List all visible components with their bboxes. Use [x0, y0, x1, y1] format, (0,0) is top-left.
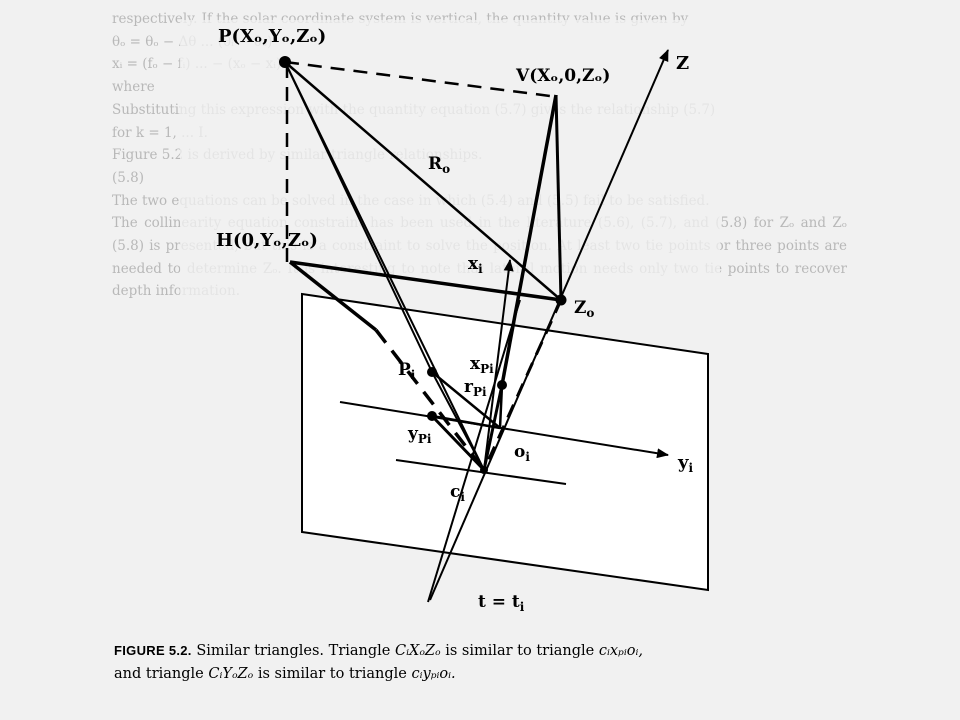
caption-triangle-3: CᵢYₒZₒ	[208, 666, 254, 682]
label-z-o-main: Z	[574, 298, 587, 318]
line-ypi-oi	[431, 414, 501, 430]
line-ypi-ci	[430, 414, 486, 472]
label-z-o-sub: o	[586, 306, 595, 320]
point-ci	[480, 466, 488, 474]
label-t-ti-sub: i	[519, 600, 525, 614]
label-o-i-main: o	[514, 442, 526, 462]
line-zo-ci-dashed	[482, 299, 563, 471]
figure-caption: FIGURE 5.2. Similar triangles. Triangle …	[114, 637, 849, 686]
line-h-ci-dashed	[374, 328, 486, 472]
image-plane	[301, 292, 709, 592]
caption-line-1: FIGURE 5.2. Similar triangles. Triangle …	[114, 639, 849, 663]
label-p-i: Pi	[398, 360, 416, 382]
caption-label: FIGURE 5.2.	[114, 643, 192, 658]
label-c-i: ci	[450, 482, 465, 504]
label-x-pi: xPi	[470, 354, 494, 376]
label-x-i-main: x	[468, 254, 479, 274]
label-c-i-sub: i	[460, 490, 465, 504]
caption-text-2: is similar to triangle	[445, 643, 595, 659]
label-r-pi: rPi	[464, 377, 487, 399]
line-pi-ci	[431, 371, 485, 471]
y-axis-image	[339, 401, 669, 459]
line-h-zo	[289, 260, 562, 302]
label-t-ti-main: t = t	[478, 592, 520, 612]
line-h-ci-solid	[288, 260, 378, 332]
label-y-i: yi	[678, 452, 694, 475]
label-r-pi-main: r	[464, 377, 473, 397]
point-zo	[555, 294, 567, 306]
label-x-i-sub: i	[478, 262, 483, 276]
label-y-i-main: y	[678, 452, 689, 473]
label-p: P(Xₒ,Yₒ,Zₒ)	[218, 26, 327, 47]
label-x-i: xi	[468, 254, 483, 276]
point-ypi	[427, 411, 437, 421]
line-pi-oi	[431, 371, 501, 429]
label-x-pi-sub: Pi	[480, 362, 494, 376]
caption-text-3: and triangle	[114, 666, 204, 682]
line-v-zo	[554, 94, 563, 301]
label-v: V(Xₒ,0,Zₒ)	[516, 66, 611, 86]
line-xpi-oi	[498, 384, 504, 429]
line-t-ti	[427, 299, 521, 603]
caption-triangle-4: cᵢyₚᵢoᵢ.	[411, 666, 456, 682]
caption-text-4: is similar to triangle	[257, 666, 407, 682]
line-xpi-ci	[482, 384, 504, 471]
label-x-pi-main: x	[470, 354, 481, 374]
label-t-ti: t = ti	[478, 592, 525, 614]
line-v-ci-upper	[500, 94, 558, 386]
bg-paragraph: (5.8)	[112, 169, 145, 186]
label-c-i-main: c	[450, 482, 461, 502]
point-xpi	[497, 380, 507, 390]
caption-triangle-1: CᵢXₒZₒ	[394, 643, 441, 659]
label-y-pi-main: y	[408, 424, 418, 444]
point-p	[279, 56, 291, 68]
label-y-pi: yPi	[408, 424, 432, 446]
label-z-axis: Z	[676, 53, 690, 74]
caption-text-1: Similar triangles. Triangle	[196, 643, 391, 659]
label-r-pi-sub: Pi	[472, 385, 487, 399]
label-p-i-sub: i	[410, 368, 416, 382]
label-y-pi-sub: Pi	[417, 432, 432, 446]
label-y-i-sub: i	[688, 461, 694, 475]
x-axis-image	[483, 259, 514, 471]
bg-paragraph: where	[112, 79, 155, 96]
label-o-i-sub: i	[525, 450, 530, 464]
label-z-o: Zo	[574, 298, 595, 320]
label-p-i-main: P	[398, 360, 411, 380]
label-r-o: Ro	[428, 154, 451, 176]
line-p-zo	[284, 61, 562, 301]
point-pi	[427, 367, 437, 377]
label-o-i: oi	[514, 442, 530, 464]
label-r-o-main: R	[428, 154, 443, 174]
label-r-o-sub: o	[442, 162, 451, 176]
caption-line-2: and triangle CᵢYₒZₒ is similar to triang…	[114, 663, 849, 686]
label-h: H(0,Yₒ,Zₒ)	[216, 230, 318, 251]
line-p-pi	[284, 61, 433, 373]
caption-triangle-2: cᵢxₚᵢoᵢ,	[598, 643, 644, 659]
